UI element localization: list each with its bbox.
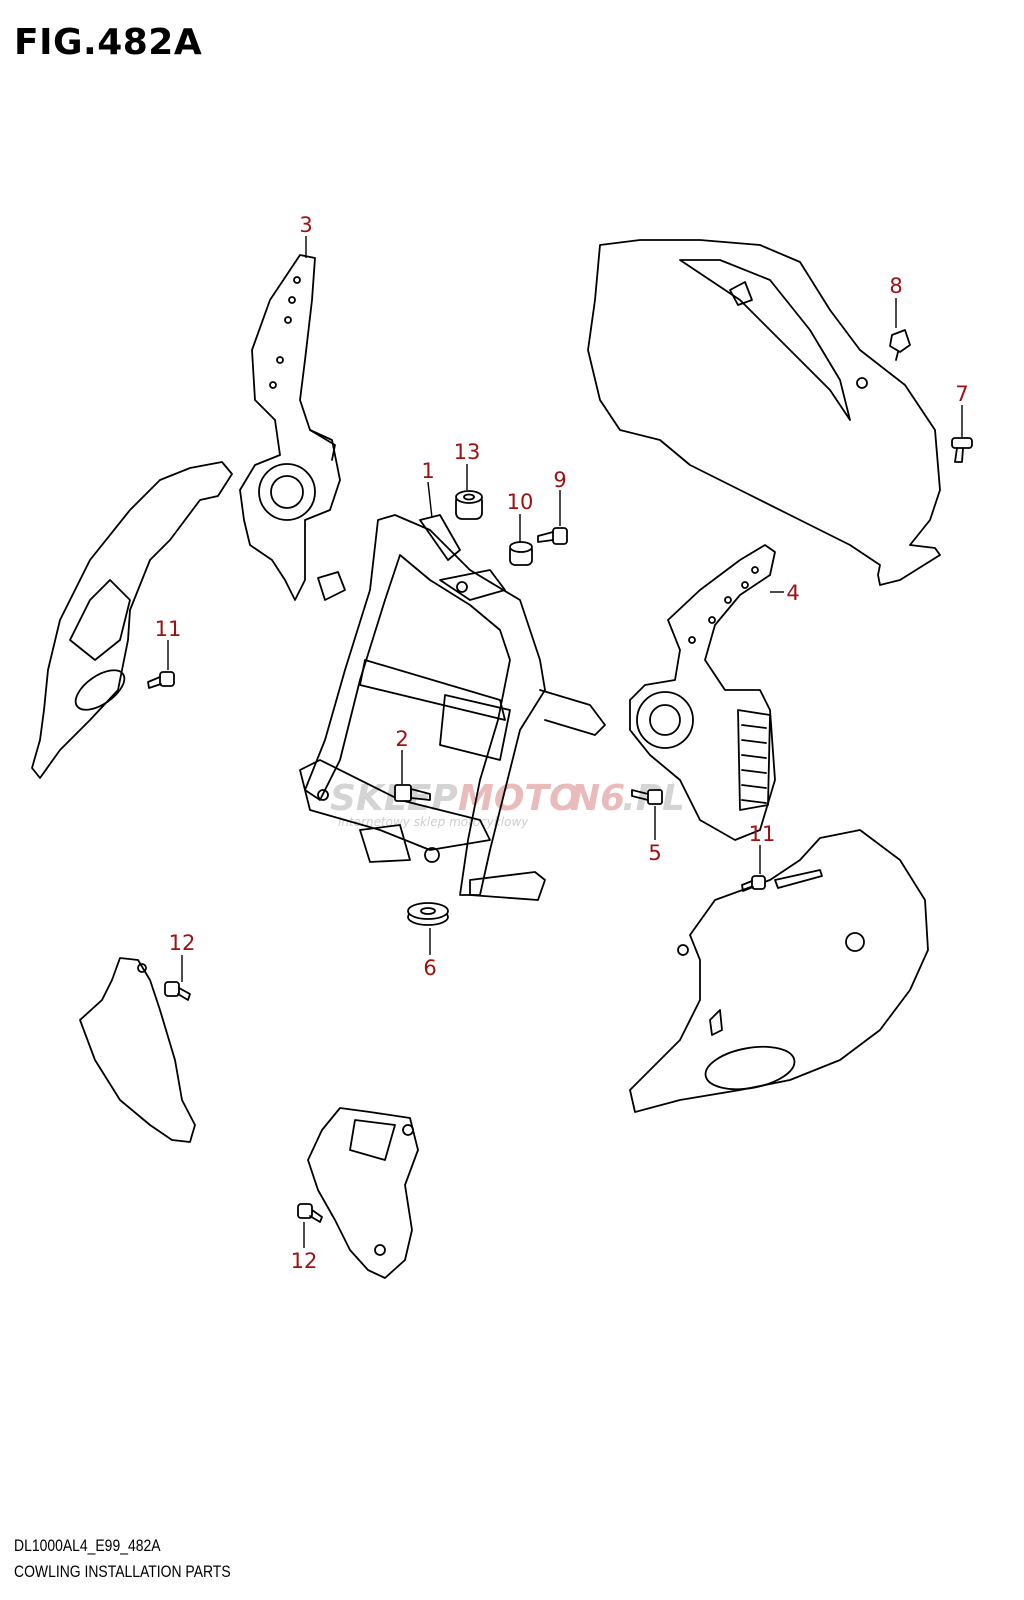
callout-9: 9 (553, 468, 566, 492)
callout-1: 1 (421, 459, 434, 483)
leader-lines (167, 236, 963, 1248)
watermark-text-3: N6 (570, 778, 625, 819)
callout-12-lower: 12 (291, 1249, 318, 1273)
lower-left-panel (79, 957, 196, 1143)
callout-13: 13 (454, 440, 481, 464)
upper-right-cowl (587, 239, 941, 586)
cowling-frame (299, 514, 606, 901)
lower-center-panel (307, 1107, 419, 1279)
model-code: DL1000AL4_E99_482A (14, 1536, 161, 1555)
callout-labels: 3 1 13 10 9 8 7 4 2 5 6 11 11 12 12 (155, 213, 969, 1273)
callout-11-right: 11 (749, 822, 776, 846)
watermark-text-1: SKLEP (330, 778, 458, 819)
callout-5: 5 (648, 841, 661, 865)
part-8-rivet (889, 329, 911, 361)
part-10-grommet (509, 541, 533, 566)
part-13-spacer (455, 490, 483, 520)
callout-7: 7 (955, 382, 968, 406)
watermark-subtitle: internetowy sklep motocyklowy (338, 815, 529, 829)
callout-11-left: 11 (155, 617, 182, 641)
callout-10: 10 (507, 490, 534, 514)
part-6-grommet (407, 902, 449, 926)
callout-2: 2 (395, 727, 408, 751)
figure-caption: COWLING INSTALLATION PARTS (14, 1562, 231, 1581)
part-5-bolt (631, 789, 663, 805)
callout-3: 3 (299, 213, 312, 237)
part-7-bolt (951, 437, 973, 463)
figure-title: FIG.482A (14, 22, 203, 63)
part-11-screw-right (741, 875, 766, 892)
part-11-screw-left (147, 671, 175, 689)
part-12-screw-lower (297, 1203, 323, 1223)
watermark: SKLEP MOTO N6 .PL internetowy sklep moto… (330, 778, 685, 829)
callout-8: 8 (889, 274, 902, 298)
part-12-screw-upper (164, 981, 191, 1001)
part-2-bolt (394, 784, 431, 802)
callout-4: 4 (786, 581, 799, 605)
part-4-right-bracket (629, 544, 776, 841)
part-3-left-bracket (239, 254, 341, 601)
callout-12-upper: 12 (169, 931, 196, 955)
left-side-cowling (31, 461, 233, 779)
callout-6: 6 (423, 956, 436, 980)
part-9-screw (537, 527, 568, 545)
lower-right-cowling (629, 829, 929, 1113)
